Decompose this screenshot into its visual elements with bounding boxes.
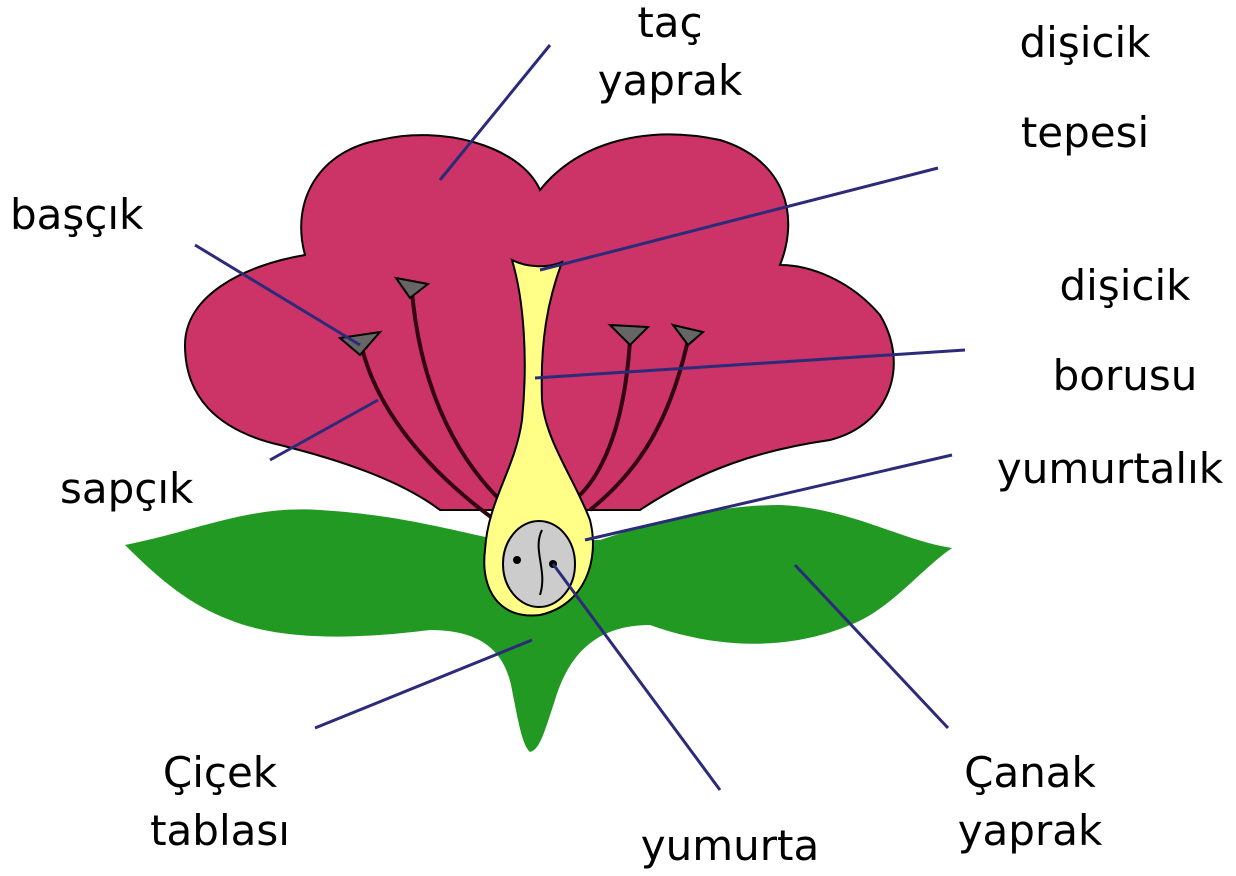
- label-tac-line1: taç: [620, 2, 720, 44]
- label-cicek-tablasi-line2: tablası: [140, 810, 300, 852]
- ovary-chamber: [503, 521, 575, 607]
- label-tac-line2: yaprak: [580, 60, 760, 102]
- label-cicek-tablasi-line1: Çiçek: [140, 752, 300, 794]
- label-bascik: başçık: [10, 194, 143, 236]
- label-disicik-borusu-line2: borusu: [1040, 355, 1210, 397]
- label-yumurta: yumurta: [630, 825, 830, 867]
- label-disicik-tepesi-line2: tepesi: [1000, 112, 1170, 154]
- ovule-left: [513, 556, 521, 564]
- leader-cicek-tablasi: [315, 640, 532, 728]
- label-disicik-tepesi-line1: dişicik: [1000, 22, 1170, 64]
- label-canak-line1: Çanak: [950, 752, 1110, 794]
- label-yumurtalik: yumurtalık: [990, 448, 1230, 490]
- label-disicik-borusu-line1: dişicik: [1040, 265, 1210, 307]
- label-canak-line2: yaprak: [950, 810, 1110, 852]
- label-sapcik: sapçık: [60, 468, 193, 510]
